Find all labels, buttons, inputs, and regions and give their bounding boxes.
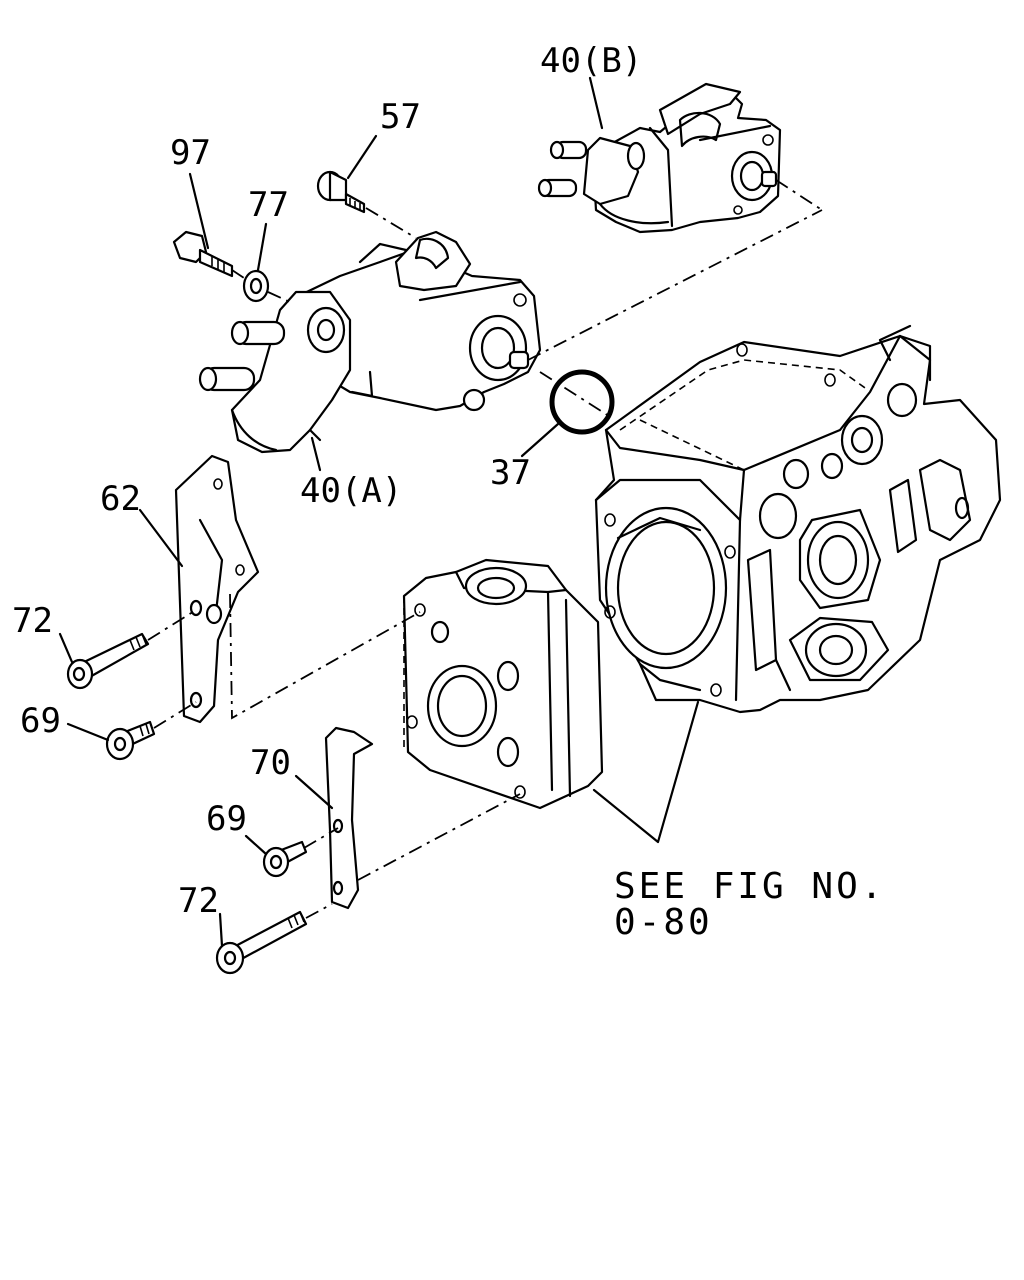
leader-lines <box>58 76 700 948</box>
callout-40b: 40(B) <box>540 41 642 81</box>
callout-57: 57 <box>380 97 421 137</box>
part-69-screw-upper <box>105 720 156 761</box>
part-97-bolt <box>172 230 234 278</box>
callout-labels: 40(B) 57 97 77 40(A) 37 62 72 69 70 69 7… <box>12 41 642 921</box>
reference-line-1: SEE FIG NO. <box>614 866 885 907</box>
part-62-bracket <box>174 454 260 724</box>
part-77-washer <box>242 269 270 303</box>
callout-72-lower: 72 <box>178 881 219 921</box>
cover-plate <box>402 558 604 810</box>
part-40b-actuator <box>537 82 782 234</box>
assembly-lines <box>147 179 823 919</box>
callout-40a: 40(A) <box>300 471 402 511</box>
callout-69-upper: 69 <box>20 701 61 741</box>
part-70-bracket <box>324 726 374 910</box>
callout-70: 70 <box>250 743 291 783</box>
reference-line-2: 0-80 <box>614 902 713 943</box>
part-57-screw <box>316 170 366 214</box>
callout-62: 62 <box>100 479 141 519</box>
callout-72-upper: 72 <box>12 601 53 641</box>
callout-69-lower: 69 <box>206 799 247 839</box>
callout-37: 37 <box>490 453 531 493</box>
part-72-bolt-upper <box>66 632 150 690</box>
pump-housing <box>594 324 1002 714</box>
part-37-o-ring <box>549 369 615 435</box>
callout-97: 97 <box>170 133 211 173</box>
part-72-bolt-lower <box>215 910 308 975</box>
reference-note: SEE FIG NO. 0-80 <box>614 866 885 943</box>
part-69-screw-lower <box>262 840 308 878</box>
callout-77: 77 <box>248 185 289 225</box>
part-40a-actuator <box>198 230 542 454</box>
